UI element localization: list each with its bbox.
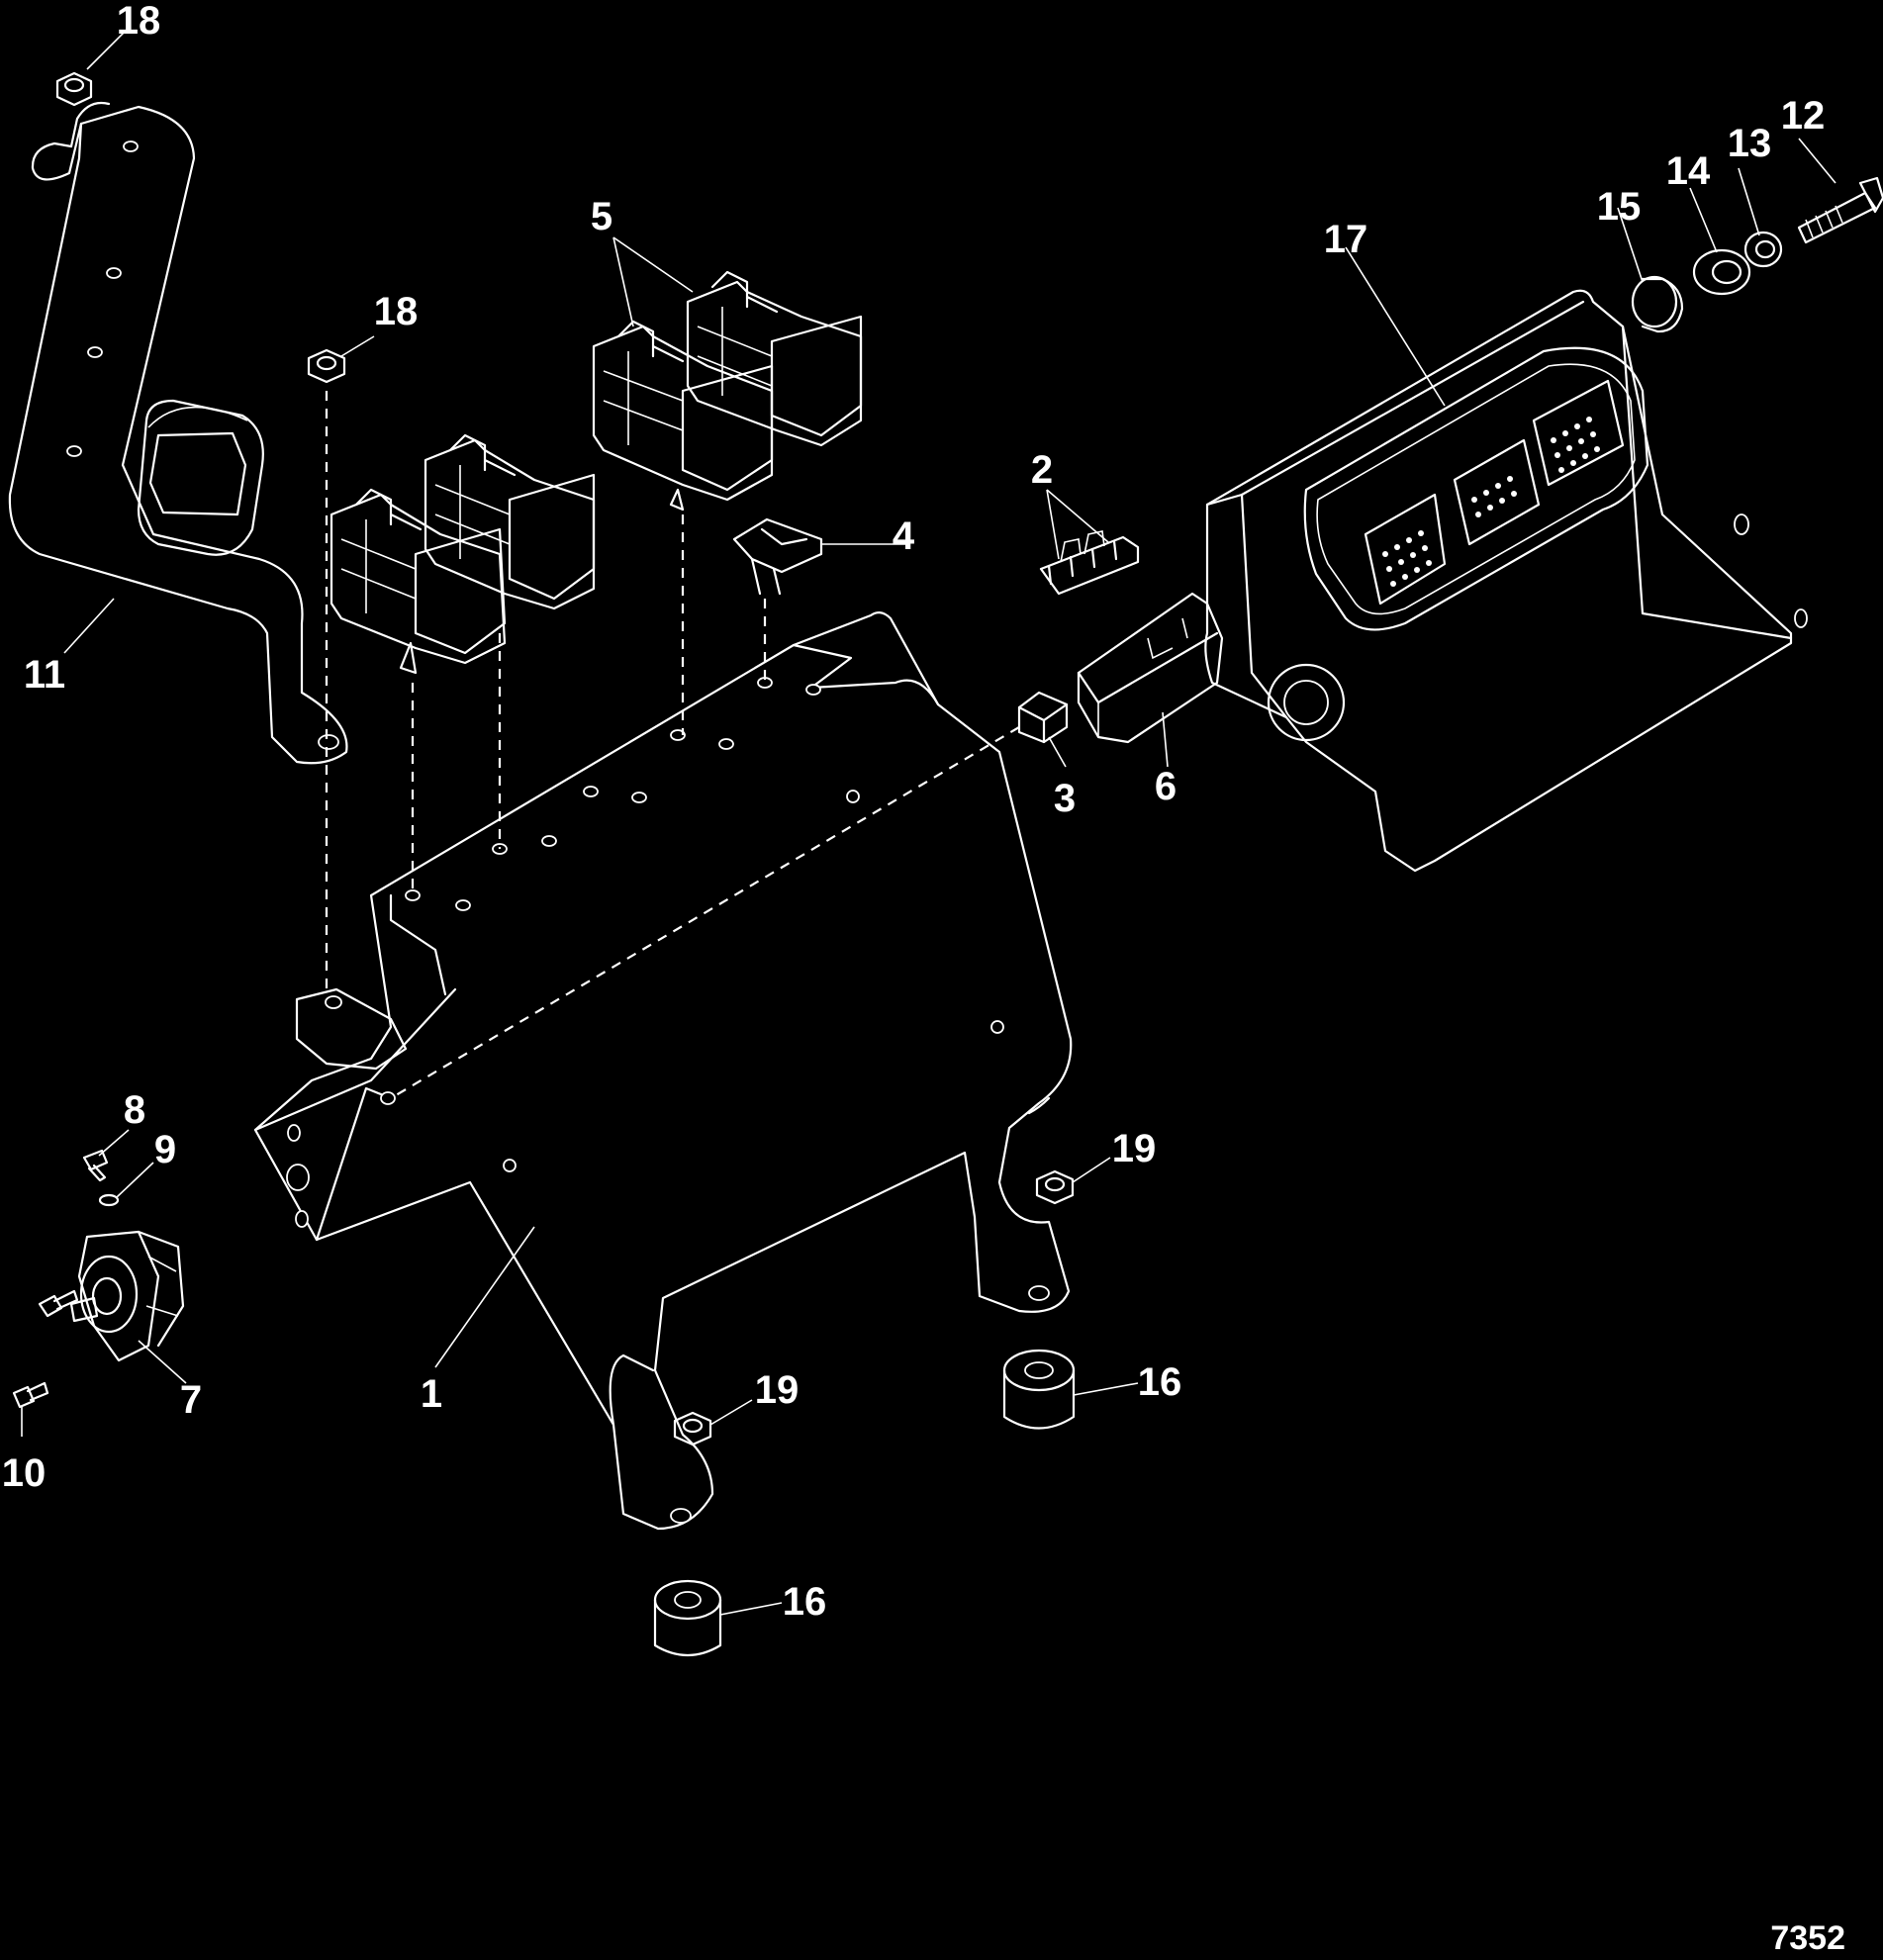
- callout-label: 1: [421, 1372, 442, 1416]
- callout-label: 11: [24, 653, 65, 697]
- callout-label: 3: [1054, 777, 1076, 820]
- callout-label: 5: [591, 195, 612, 238]
- screw-part-10-a: [38, 1289, 79, 1318]
- grommet-part-15: [1631, 275, 1684, 333]
- screw-part-10-b: [12, 1381, 49, 1409]
- screw-part-8: [82, 1149, 109, 1182]
- callout-label: 9: [154, 1128, 176, 1171]
- washer-part-13: [1743, 231, 1783, 268]
- nut-part-19-a: [1035, 1169, 1075, 1205]
- bolt-part-12: [1797, 176, 1883, 244]
- callout-label: 6: [1155, 765, 1177, 808]
- fuses-part-2: [1039, 530, 1140, 596]
- callout-leader-lines: [21, 27, 1836, 1616]
- callout-labels: 18 18 11 5 2 4 3 6 17 15 14 13 12 1 7 8 …: [2, 0, 1826, 1624]
- callout-label: 16: [783, 1580, 827, 1624]
- nut-part-18-a: [55, 71, 93, 107]
- callout-label: 12: [1781, 94, 1826, 138]
- ecm-module-part-17: [1204, 289, 1808, 873]
- callout-label: 10: [2, 1451, 47, 1495]
- mounting-plate-part-1: [253, 611, 1073, 1531]
- callout-label: 7: [180, 1378, 202, 1422]
- callout-label: 15: [1597, 185, 1642, 229]
- fuse-block-part-6: [1077, 592, 1224, 744]
- spacer-part-16-a: [1002, 1349, 1076, 1430]
- callout-label: 13: [1728, 122, 1772, 165]
- spacer-part-16-b: [653, 1579, 722, 1656]
- relay-part-5-b: [424, 433, 596, 610]
- callout-label: 16: [1138, 1360, 1182, 1404]
- fuse-holder-part-4: [732, 517, 823, 596]
- callout-label: 2: [1031, 448, 1053, 492]
- relay-part-5-d: [686, 270, 863, 447]
- callout-label: 19: [755, 1368, 800, 1412]
- callout-label: 8: [124, 1088, 145, 1132]
- relay-part-5-a: [330, 488, 507, 675]
- nut-part-18-b: [307, 348, 346, 384]
- assembly-dashed-lines: [325, 391, 1020, 1099]
- washer-part-14: [1692, 248, 1751, 296]
- callout-label: 14: [1666, 149, 1711, 193]
- connector-part-3: [1017, 691, 1069, 744]
- sensor-part-7: [69, 1230, 185, 1362]
- oring-part-9: [98, 1193, 120, 1207]
- nut-part-19-b: [673, 1411, 712, 1447]
- relay-part-5-c: [592, 320, 774, 512]
- ecm-connector-pins: [1382, 417, 1600, 587]
- drawing-reference-number: 7352: [1770, 1919, 1845, 1957]
- callout-label: 17: [1324, 218, 1368, 261]
- bracket-part-11: [8, 101, 348, 765]
- callout-label: 19: [1112, 1127, 1157, 1170]
- callout-label: 4: [893, 514, 915, 558]
- callout-label: 18: [374, 290, 419, 333]
- callout-label: 18: [117, 0, 161, 43]
